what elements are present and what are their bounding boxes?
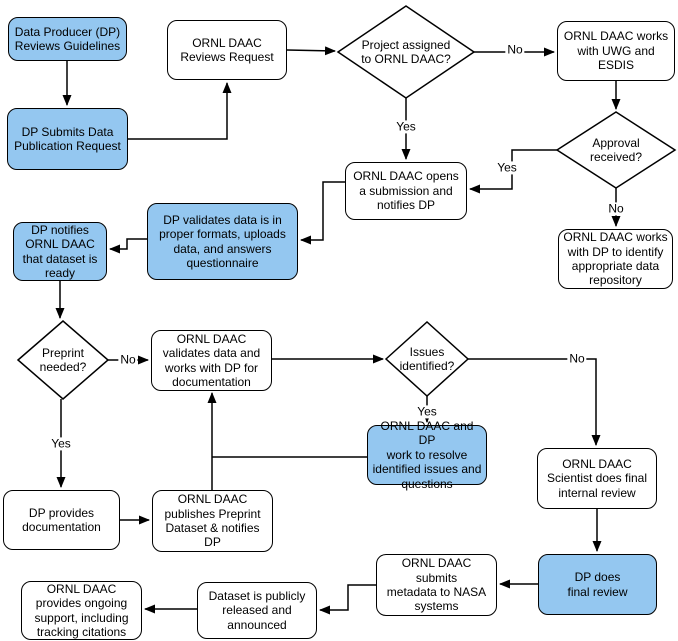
edge-metadata-to-released <box>319 584 376 615</box>
edge-label-yes-issues: Yes <box>415 404 439 419</box>
node-dp-reviews-guidelines: Data Producer (DP) Reviews Guidelines <box>8 17 127 61</box>
edge-label-yes-project: Yes <box>394 119 418 134</box>
node-resolve-issues: ORNL DAAC and DP work to resolve identif… <box>367 419 487 491</box>
node-dp-final-review: DP does final review <box>538 554 657 615</box>
edge-opens-to-validates <box>300 181 345 245</box>
edge-review-to-project-assigned <box>286 46 336 56</box>
label-project-assigned: Project assigned to ORNL DAAC? <box>361 37 451 66</box>
edge-label-no-preprint: No <box>118 352 138 367</box>
edge-label-no-approval: No <box>606 201 626 216</box>
edge-issues-no-to-scientist <box>468 358 601 446</box>
label-preprint-needed: Preprint needed? <box>39 345 87 374</box>
node-publishes-preprint: ORNL DAAC publishes Preprint Dataset & n… <box>152 490 273 552</box>
label-approval-received: Approval received? <box>589 135 643 164</box>
edge-label-yes-approval: Yes <box>495 160 519 175</box>
node-daac-validates-doc: ORNL DAAC validates data and works with … <box>151 330 272 391</box>
node-opens-submission: ORNL DAAC opens a submission and notifie… <box>345 162 467 220</box>
node-dp-notifies-ready: DP notifies ORNL DAAC that dataset is re… <box>13 222 107 281</box>
node-dp-provides-doc: DP provides documentation <box>3 490 120 550</box>
edge-submit-to-review <box>128 82 232 140</box>
edge-label-no-issues: No <box>567 351 587 366</box>
node-dp-validates: DP validates data is in proper formats, … <box>147 203 298 280</box>
node-daac-reviews-request: ORNL DAAC Reviews Request <box>167 20 287 80</box>
edge-validates-to-notifies <box>109 238 147 254</box>
node-publicly-released: Dataset is publicly released and announc… <box>197 582 317 639</box>
edge-label-no-project: No <box>505 42 525 57</box>
edge-label-yes-preprint: Yes <box>49 436 73 451</box>
node-identify-repository: ORNL DAAC works with DP to identify appr… <box>558 229 673 289</box>
node-submits-metadata: ORNL DAAC submits metadata to NASA syste… <box>376 554 497 616</box>
decision-approval-received <box>555 111 677 189</box>
node-scientist-review: ORNL DAAC Scientist does final internal … <box>537 448 657 509</box>
node-works-uwg-esdis: ORNL DAAC works with UWG and ESDIS <box>557 21 675 81</box>
label-issues-identified: Issues identified? <box>399 344 455 373</box>
node-dp-submits-request: DP Submits Data Publication Request <box>7 108 128 170</box>
node-ongoing-support: ORNL DAAC provides ongoing support, incl… <box>21 581 142 640</box>
